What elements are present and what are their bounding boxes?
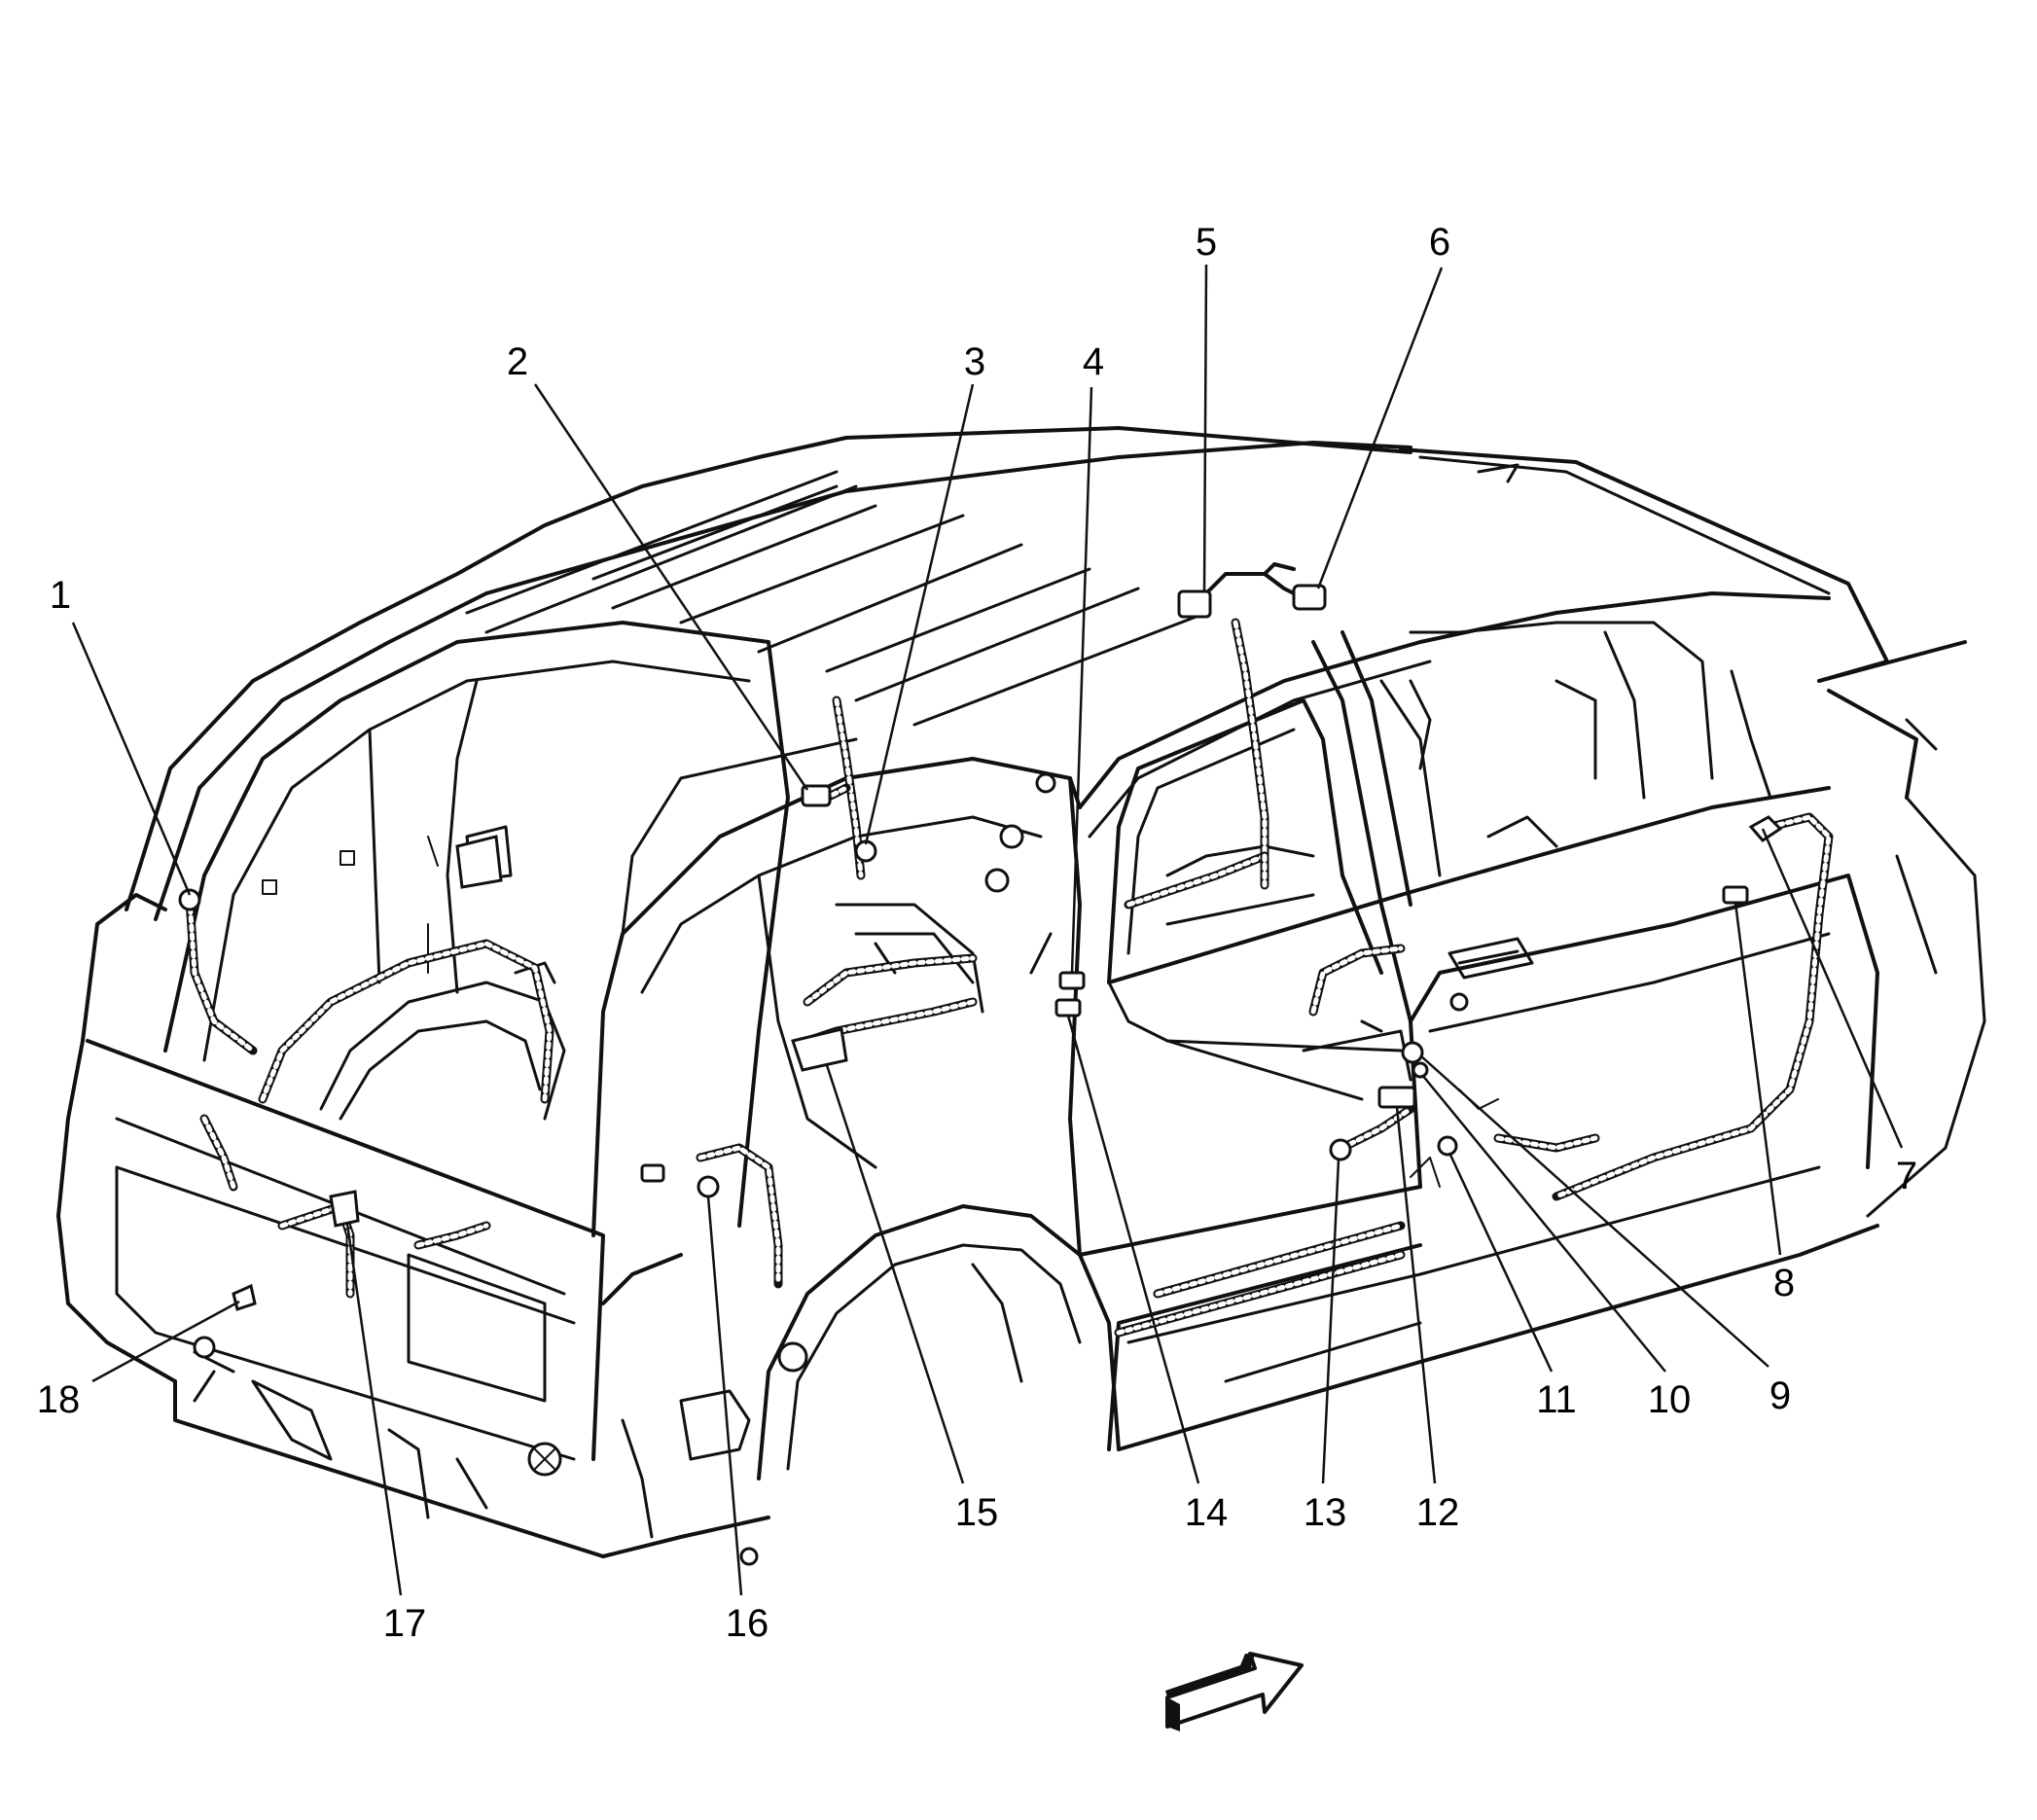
callout-6: 6 [1429,221,1450,264]
component-1 [178,888,201,911]
callout-9: 9 [1769,1374,1791,1417]
callout-5: 5 [1196,221,1217,264]
leader-10 [1421,1074,1666,1373]
callout-16: 16 [726,1602,769,1645]
callout-2: 2 [507,340,528,383]
callout-13: 13 [1304,1491,1347,1534]
component-16-connector [640,1163,665,1183]
callout-15: 15 [955,1491,999,1534]
rear-module [455,835,503,889]
forward-arrow-icon [1165,1652,1304,1731]
component-5 [1177,589,1212,619]
leader-11 [1447,1152,1554,1373]
leader-18 [91,1300,240,1383]
leader-3 [864,383,975,845]
callout-3: 3 [964,340,985,383]
component-8 [1722,885,1749,905]
vehicle-body [56,426,1986,1566]
leader-4 [1070,386,1093,974]
callout-labels: 1 2 3 4 5 6 7 8 9 10 11 12 13 14 15 16 1… [37,221,1917,1645]
component-16 [697,1175,720,1198]
leader-17 [345,1223,403,1596]
component-9 [1401,1041,1424,1064]
front-section [1399,447,1986,1218]
callout-11: 11 [1536,1378,1577,1421]
quarter-harness [696,953,978,1289]
liftgate-harness [185,895,554,1192]
component-10 [1412,1061,1429,1079]
callout-14: 14 [1185,1491,1229,1534]
callout-1: 1 [50,574,71,617]
leader-lines [71,264,1904,1596]
component-12 [1377,1086,1416,1109]
component-14 [1054,998,1082,1017]
leader-5 [1202,264,1208,592]
component-18 [232,1283,257,1311]
component-17 [329,1190,360,1228]
leader-6 [1316,267,1444,589]
component-6 [1292,584,1327,611]
callout-4: 4 [1083,340,1104,383]
leader-15 [825,1064,965,1484]
rocker-trim [1114,1221,1406,1338]
leader-2 [533,383,809,791]
leader-14 [1066,1015,1200,1484]
component-7 [1748,815,1783,842]
callout-18: 18 [37,1378,81,1421]
rear-liftgate-opening [163,621,790,1228]
rear-interior [757,772,1056,1169]
leader-9 [1419,1054,1769,1368]
leader-16 [706,1195,743,1596]
component-2 [801,784,832,807]
leader-12 [1395,1106,1437,1484]
leader-1 [71,622,192,896]
component-13 [1329,1138,1352,1161]
component-11 [1437,1135,1458,1157]
roof-panel [125,426,1412,921]
callout-10: 10 [1648,1378,1692,1421]
wiring-harnesses [185,562,1834,1299]
component-15 [791,1027,848,1072]
leader-13 [1321,1159,1340,1484]
callout-7: 7 [1896,1155,1917,1197]
callout-12: 12 [1416,1491,1460,1534]
components [178,584,1783,1311]
leader-7 [1761,828,1904,1149]
callout-8: 8 [1773,1262,1795,1304]
floor-harness [1308,944,1415,1153]
leader-8 [1733,902,1782,1256]
component-4 [1058,971,1086,990]
callout-17: 17 [383,1602,427,1645]
side-body [1078,591,1879,1451]
b-pillar-harness [1124,562,1305,910]
